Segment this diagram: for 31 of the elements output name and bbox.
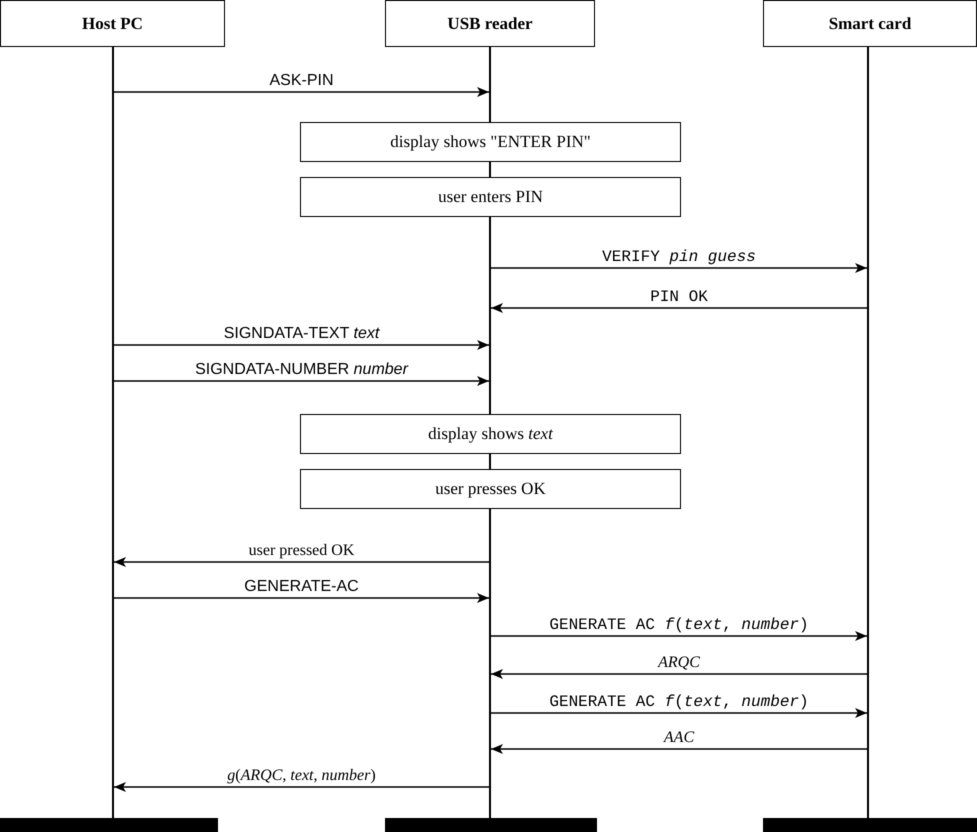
action-box: display shows text xyxy=(300,414,681,454)
message-arrow xyxy=(114,87,489,97)
message-label: ARQC xyxy=(655,654,703,672)
lifeline-end-bar xyxy=(763,818,977,832)
message-arrow xyxy=(114,557,489,567)
message-arrow xyxy=(491,263,867,273)
lifeline xyxy=(489,509,491,818)
message-arrow xyxy=(491,669,867,679)
lifeline xyxy=(489,47,491,122)
lifeline xyxy=(489,162,491,177)
message-arrow xyxy=(114,340,489,350)
lifeline-header: Host PC xyxy=(0,0,225,47)
lifeline-end-bar xyxy=(385,818,597,832)
message-arrow xyxy=(491,303,867,313)
lifeline-end-bar xyxy=(0,818,218,832)
action-box: user presses OK xyxy=(300,469,681,509)
message-arrow xyxy=(114,782,489,792)
message-label: user pressed OK xyxy=(246,542,358,560)
message-arrow xyxy=(114,593,489,603)
lifeline xyxy=(112,47,114,818)
lifeline-header: Smart card xyxy=(763,0,977,47)
lifeline-header: USB reader xyxy=(385,0,595,47)
message-arrow xyxy=(491,708,867,718)
lifeline xyxy=(867,47,869,818)
message-arrow xyxy=(491,744,867,754)
action-box: user enters PIN xyxy=(300,177,681,217)
message-arrow xyxy=(114,376,489,386)
message-arrow xyxy=(491,631,867,641)
lifeline xyxy=(489,217,491,414)
action-box: display shows "ENTER PIN" xyxy=(300,122,681,162)
lifeline xyxy=(489,454,491,469)
